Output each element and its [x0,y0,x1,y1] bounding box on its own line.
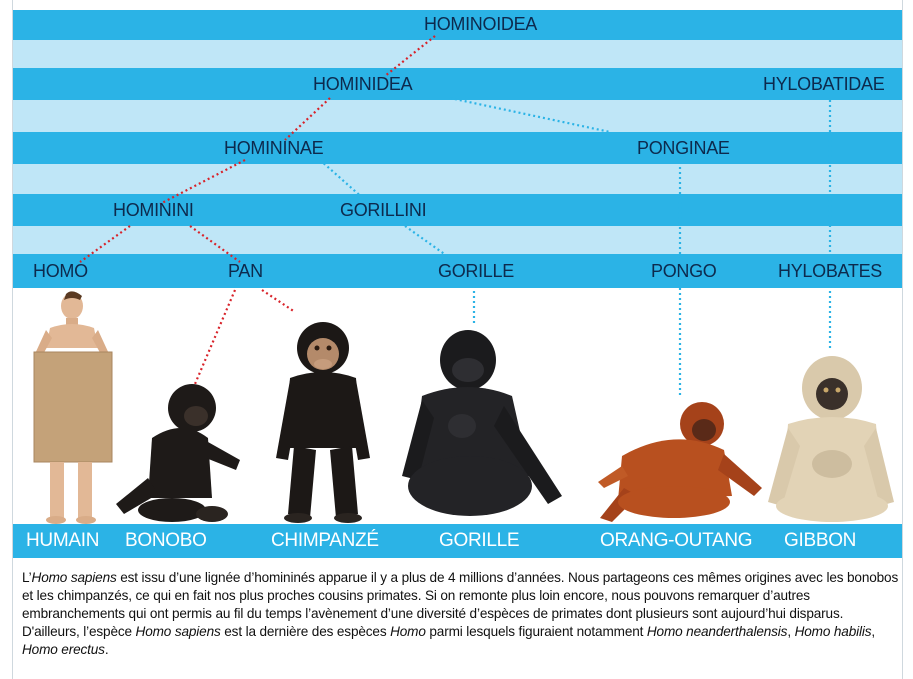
link-pan-chimpanzee [262,290,295,312]
species-orang-outang: ORANG-OUTANG [600,530,752,552]
taxon-hylobates: HYLOBATES [778,261,882,281]
species-gorille: GORILLE [439,530,519,552]
species-humain: HUMAIN [26,530,99,552]
taxon-hominini: HOMININI [113,200,194,220]
link-homininae-hominini [160,160,245,204]
link-hominini-homo [80,226,130,262]
link-hominini-pan [190,226,240,262]
link-hominidea-ponginae [450,98,610,132]
taxon-hylobatidae: HYLOBATIDAE [763,74,884,94]
species-bonobo: BONOBO [125,530,207,552]
taxon-gorillini: GORILLINI [340,200,426,220]
link-gorillini-gorille [405,226,450,258]
taxon-hominoidea: HOMINOIDEA [424,14,537,34]
taxon-hominidea: HOMINIDEA [313,74,412,94]
taxon-pongo: PONGO [651,261,717,281]
caption-text: L’Homo sapiens est issu d’une lignée d’h… [22,569,902,659]
taxon-homo: HOMO [33,261,88,281]
link-hominidea-homininae [285,98,330,140]
link-pan-bonobo [195,290,235,384]
species-gibbon: GIBBON [784,530,856,552]
gibbon-photo [764,352,898,524]
human-figure [20,290,120,526]
taxon-homininae: HOMININAE [224,138,323,158]
bonobo-photo [112,378,242,524]
gorilla-photo [392,326,568,524]
link-homininae-gorillini [320,160,365,200]
species-chimpanze: CHIMPANZÉ [271,530,379,552]
link-hominoidea-hominidea [385,36,435,76]
orangutan-photo [594,396,764,524]
taxon-ponginae: PONGINAE [637,138,730,158]
taxon-pan: PAN [228,261,263,281]
chimpanzee-photo [268,318,378,524]
taxon-gorille: GORILLE [438,261,514,281]
